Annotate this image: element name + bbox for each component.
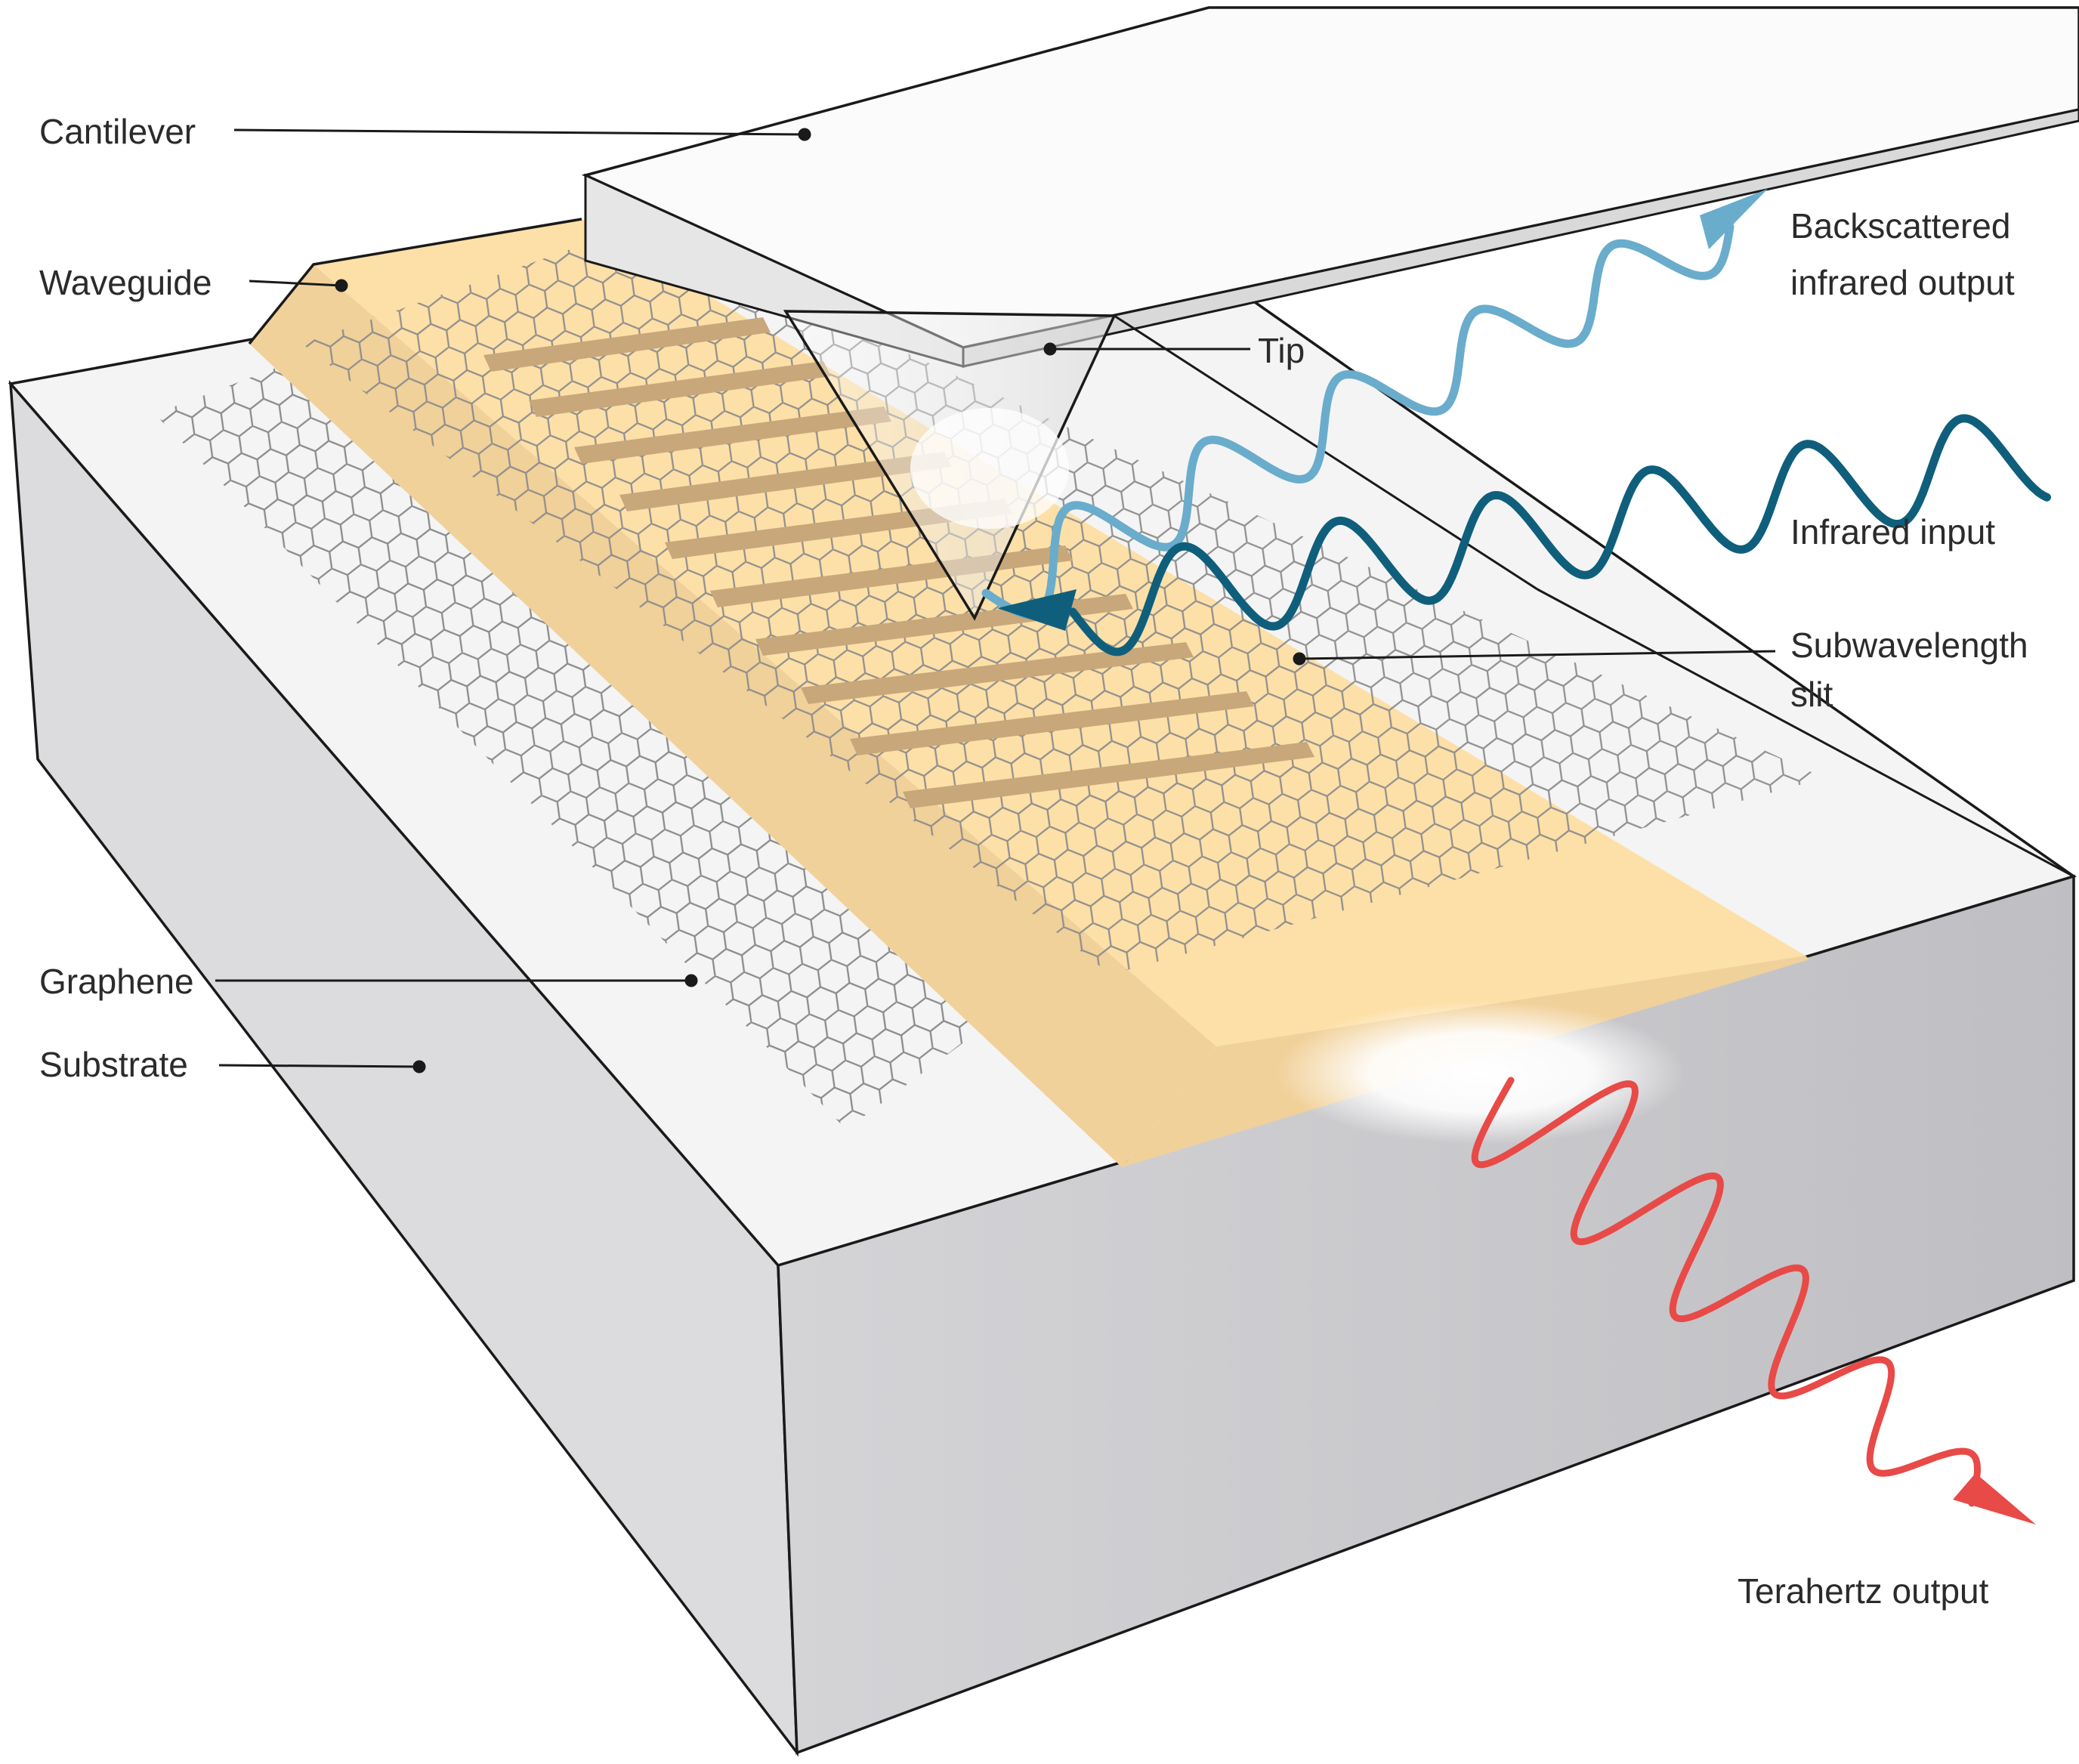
- waveguide-outline: [248, 218, 582, 345]
- terahertz-output-wave: [1471, 1077, 1982, 1507]
- label-substrate: Substrate: [39, 1045, 188, 1084]
- leader-waveguide: [249, 280, 342, 287]
- leader-dot: [684, 974, 698, 987]
- leader-dot: [412, 1060, 426, 1074]
- leader-substrate: [218, 1064, 420, 1068]
- input-arrow-icon: [997, 589, 1077, 631]
- tip-highlight: [910, 408, 1069, 529]
- slit: [850, 691, 1254, 755]
- slit: [903, 742, 1314, 808]
- label-graphene: Graphene: [39, 962, 194, 1001]
- infrared-input-wave: [1068, 414, 2051, 656]
- leader-dot: [1043, 342, 1057, 356]
- leader-dot: [1293, 652, 1306, 666]
- backscattered-wave: [981, 222, 1735, 619]
- label-subwavelength-line1: Subwavelength: [1790, 626, 2028, 665]
- slit: [483, 317, 771, 372]
- label-infrared-input: Infrared input: [1790, 512, 1995, 551]
- label-backscattered-line2: infrared output: [1790, 263, 2015, 302]
- leader-dot: [335, 279, 348, 292]
- slit: [801, 642, 1194, 704]
- label-tip: Tip: [1258, 331, 1305, 370]
- leader-subwavelength: [1299, 650, 1776, 660]
- cantilever-edge: [1537, 588, 2074, 878]
- label-subwavelength-line2: slit: [1790, 675, 1833, 714]
- label-backscattered-line1: Backscattered: [1790, 206, 2010, 246]
- label-terahertz-output: Terahertz output: [1738, 1571, 1989, 1611]
- label-cantilever: Cantilever: [39, 112, 196, 151]
- graphene-left-sheet: [155, 355, 1020, 1129]
- backscatter-arrow-icon: [1700, 189, 1768, 249]
- tip: [783, 310, 1117, 621]
- leader-dot: [798, 128, 811, 141]
- slit: [619, 452, 952, 511]
- leader-cantilever: [233, 128, 805, 136]
- slit: [529, 361, 831, 417]
- terahertz-arrow-icon: [1953, 1473, 2036, 1525]
- label-waveguide: Waveguide: [39, 263, 212, 302]
- labels: Cantilever Waveguide Tip Backscattered i…: [39, 112, 2028, 1611]
- slit: [574, 406, 891, 464]
- leader-lines: [215, 128, 1776, 1074]
